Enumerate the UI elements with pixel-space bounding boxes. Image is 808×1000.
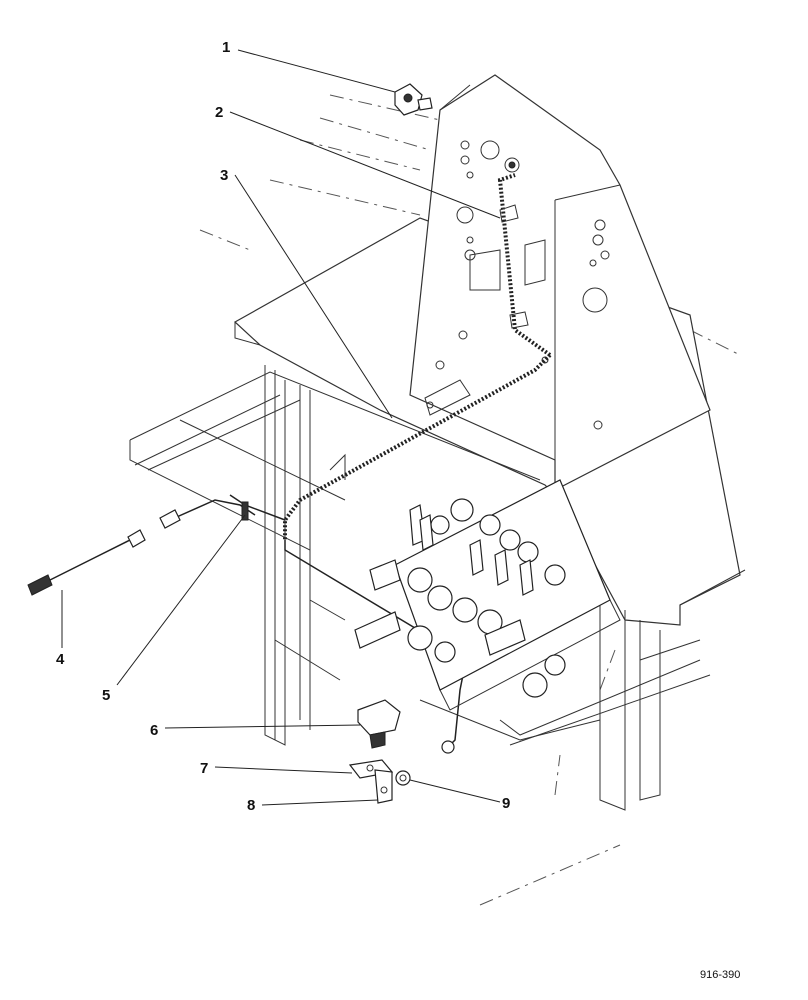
- callout-9: 9: [502, 795, 510, 812]
- wiring-harness: [283, 173, 552, 540]
- washer-part-9: [395, 770, 411, 786]
- callout-2: 2: [215, 104, 223, 121]
- control-valve-bank: [354, 479, 621, 711]
- bracket-part-7-8: [348, 759, 394, 804]
- callout-leaders: [61, 49, 501, 806]
- callout-6: 6: [150, 722, 158, 739]
- switch-part-1: [394, 83, 433, 116]
- console-plate: [409, 74, 711, 491]
- support-frame: [129, 365, 711, 811]
- callout-4: 4: [56, 651, 65, 668]
- callout-labels: 1 2 3 4 5 6 7 8 9: [56, 39, 510, 814]
- callout-5: 5: [102, 687, 110, 704]
- callout-7: 7: [200, 760, 208, 777]
- callout-3: 3: [220, 167, 228, 184]
- terminal-connectors: [27, 501, 467, 754]
- construction-lines: [199, 94, 741, 906]
- lamp-part-6: [357, 699, 401, 749]
- callout-8: 8: [247, 797, 255, 814]
- callout-1: 1: [222, 39, 230, 56]
- figure-code: 916-390: [700, 969, 740, 981]
